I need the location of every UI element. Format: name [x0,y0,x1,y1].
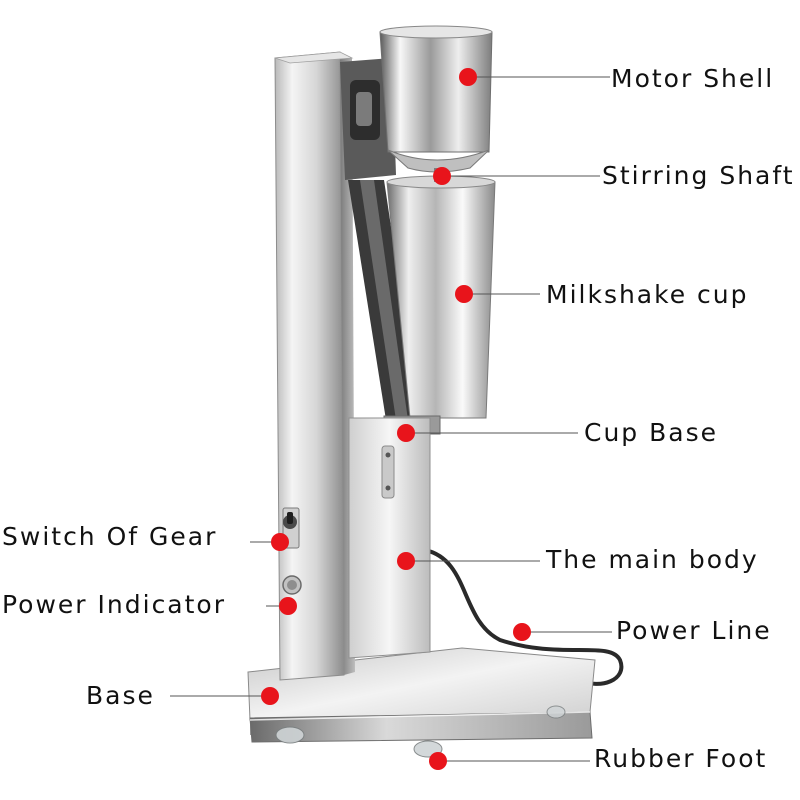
marker-power-line [513,623,531,641]
power-indicator-illustration [282,575,302,595]
power-cable [424,548,624,686]
label-rubber-foot: Rubber Foot [594,744,768,773]
motor-arm [340,58,396,180]
label-stirring-shaft: Stirring Shaft [602,161,795,190]
marker-switch-of-gear [271,533,289,551]
label-power-line: Power Line [616,616,772,645]
label-base: Base [86,681,155,710]
main-body-illustration [348,417,431,659]
marker-main-body [397,552,415,570]
marker-power-indicator [279,597,297,615]
marker-rubber-foot [429,752,447,770]
marker-stirring-shaft [433,167,451,185]
label-motor-shell: Motor Shell [611,64,775,93]
motor-shell-illustration [379,25,493,182]
marker-base [261,687,279,705]
label-cup-base: Cup Base [584,418,718,447]
label-main-body: The main body [546,545,759,574]
marker-motor-shell [459,68,477,86]
markers [261,68,531,770]
marker-milkshake-cup [455,285,473,303]
label-switch-of-gear: Switch Of Gear [2,522,218,551]
leader-lines [170,76,612,762]
base-plate [247,647,596,743]
label-milkshake-cup: Milkshake cup [546,280,749,309]
marker-cup-base [397,424,415,442]
label-power-indicator: Power Indicator [2,590,227,619]
